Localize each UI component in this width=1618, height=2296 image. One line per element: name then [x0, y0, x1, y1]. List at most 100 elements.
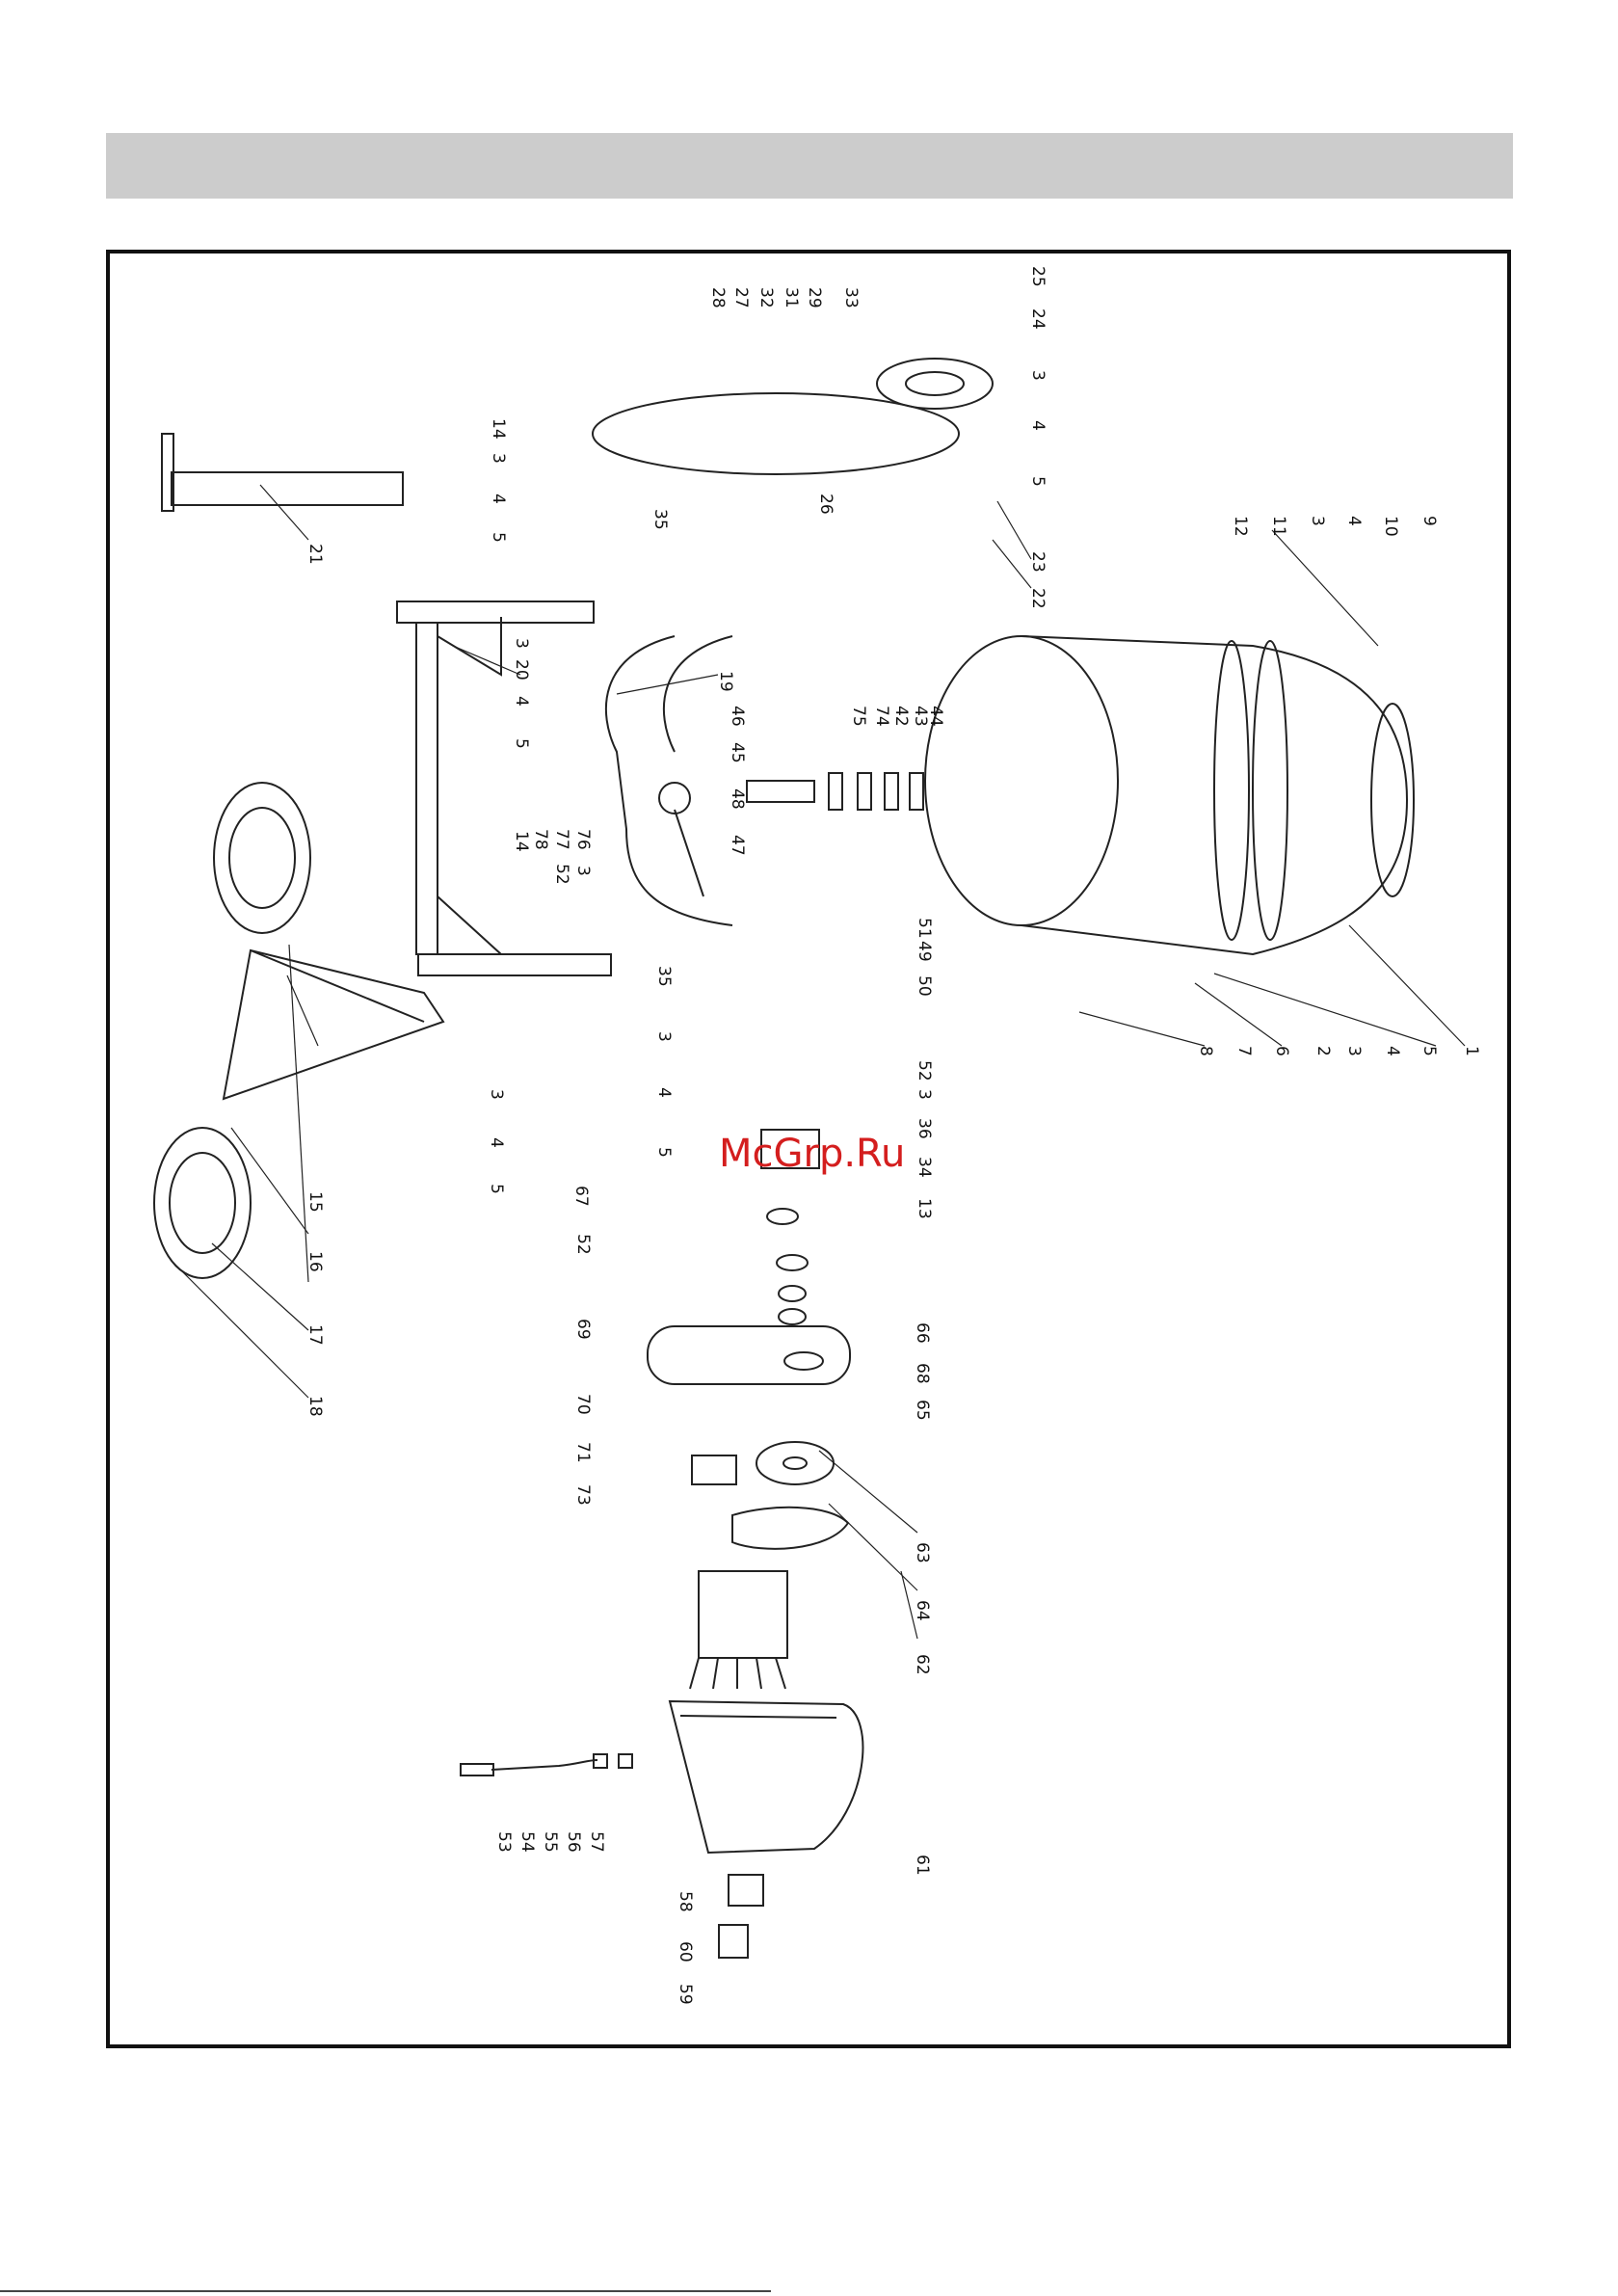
part-label-60: 60	[676, 1941, 695, 1962]
part-label-21: 21	[305, 544, 325, 565]
part-label-47: 47	[728, 835, 747, 856]
part-label-25: 25	[1028, 266, 1048, 287]
part-label-9: 9	[1419, 516, 1439, 526]
part-label-10: 10	[1381, 516, 1400, 537]
part-label-32: 32	[756, 287, 776, 308]
part-label-70: 70	[573, 1394, 593, 1415]
electrical-box-part	[670, 1701, 862, 1853]
part-label-20: 20	[512, 659, 531, 681]
motor-part	[690, 1571, 787, 1689]
part-label-51: 51	[915, 918, 934, 939]
part-label-76: 76	[573, 829, 593, 850]
part-label-48: 48	[728, 788, 747, 810]
drum-cap-part	[593, 359, 993, 474]
part-label-45: 45	[728, 742, 747, 763]
part-label-3b: 3	[1308, 516, 1327, 526]
part-label-65: 65	[913, 1400, 932, 1421]
part-label-34: 34	[915, 1157, 934, 1178]
pulley-and-belt	[732, 1442, 848, 1549]
part-label-33: 33	[841, 287, 861, 308]
part-label-6: 6	[1272, 1046, 1291, 1056]
part-label-3f: 3	[573, 866, 593, 876]
part-label-4: 4	[1383, 1046, 1402, 1056]
axle-stand-part	[224, 950, 443, 1099]
part-label-68: 68	[913, 1363, 932, 1384]
part-label-73: 73	[573, 1484, 593, 1506]
part-label-71: 71	[573, 1442, 593, 1463]
part-label-28: 28	[708, 287, 728, 308]
part-label-63: 63	[913, 1542, 932, 1563]
part-label-58: 58	[676, 1891, 695, 1912]
part-label-5c: 5	[1028, 476, 1048, 487]
part-label-8: 8	[1196, 1046, 1215, 1056]
part-label-26: 26	[816, 494, 836, 515]
part-label-29: 29	[805, 287, 824, 308]
watermark-text: McGrp.Ru	[719, 1132, 905, 1176]
page-bottom-rule	[0, 2290, 771, 2292]
part-label-12: 12	[1231, 516, 1250, 537]
part-label-5d: 5	[512, 738, 531, 749]
part-label-42: 42	[891, 706, 911, 727]
part-label-7: 7	[1234, 1046, 1254, 1056]
part-label-3d: 3	[512, 638, 531, 649]
part-label-66: 66	[913, 1322, 932, 1344]
part-label-5e: 5	[489, 532, 508, 543]
part-label-59: 59	[676, 1984, 695, 2005]
part-label-16: 16	[305, 1251, 325, 1272]
part-label-44: 44	[926, 706, 945, 727]
part-label-49: 49	[915, 941, 934, 962]
part-label-15: 15	[305, 1191, 325, 1213]
part-label-27: 27	[731, 287, 751, 308]
part-label-5g: 5	[654, 1147, 674, 1158]
part-label-50: 50	[915, 975, 934, 997]
part-label-13: 13	[915, 1198, 934, 1219]
part-label-4d: 4	[512, 696, 531, 707]
drum-part	[925, 636, 1414, 954]
handle-part	[162, 434, 403, 511]
part-label-23: 23	[1028, 551, 1048, 573]
shaft-parts	[659, 773, 923, 896]
frame-part	[397, 601, 611, 975]
part-label-11: 11	[1269, 516, 1288, 537]
part-label-3g: 3	[654, 1031, 674, 1042]
part-label-54: 54	[517, 1831, 537, 1853]
part-label-64: 64	[913, 1600, 932, 1621]
part-label-4b: 4	[1344, 516, 1364, 526]
part-label-3h: 3	[487, 1089, 506, 1100]
motor-base-plate	[648, 1326, 850, 1384]
part-label-3: 3	[1344, 1046, 1364, 1056]
part-label-69: 69	[573, 1319, 593, 1340]
part-label-5h: 5	[487, 1184, 506, 1194]
part-label-52: 52	[552, 864, 571, 885]
part-label-3e: 3	[489, 453, 508, 464]
part-label-14b: 14	[512, 831, 531, 852]
part-label-74: 74	[872, 706, 891, 727]
part-label-5: 5	[1419, 1046, 1439, 1056]
part-label-4e: 4	[489, 494, 508, 504]
part-label-19: 19	[716, 671, 735, 692]
part-label-57: 57	[587, 1831, 606, 1853]
part-label-35: 35	[650, 509, 670, 530]
part-label-4h: 4	[487, 1137, 506, 1148]
part-label-62: 62	[913, 1654, 932, 1675]
part-label-75: 75	[849, 706, 868, 727]
part-label-4g: 4	[654, 1087, 674, 1098]
part-label-3i: 3	[915, 1089, 934, 1100]
part-label-35b: 35	[654, 966, 674, 987]
part-label-1: 1	[1462, 1046, 1481, 1056]
part-label-52c: 52	[573, 1234, 593, 1255]
part-label-4c: 4	[1028, 420, 1048, 431]
part-label-77: 77	[552, 829, 571, 850]
part-label-14: 14	[489, 418, 508, 440]
part-label-18: 18	[305, 1396, 325, 1417]
drum-support-tube	[606, 636, 732, 925]
part-label-46: 46	[728, 706, 747, 727]
part-label-61: 61	[913, 1855, 932, 1876]
part-label-53: 53	[494, 1831, 514, 1853]
part-label-55: 55	[541, 1831, 560, 1853]
part-label-3c: 3	[1028, 370, 1048, 381]
part-label-17: 17	[305, 1324, 325, 1346]
power-cord-part	[461, 1754, 632, 1775]
part-label-24: 24	[1028, 308, 1048, 330]
